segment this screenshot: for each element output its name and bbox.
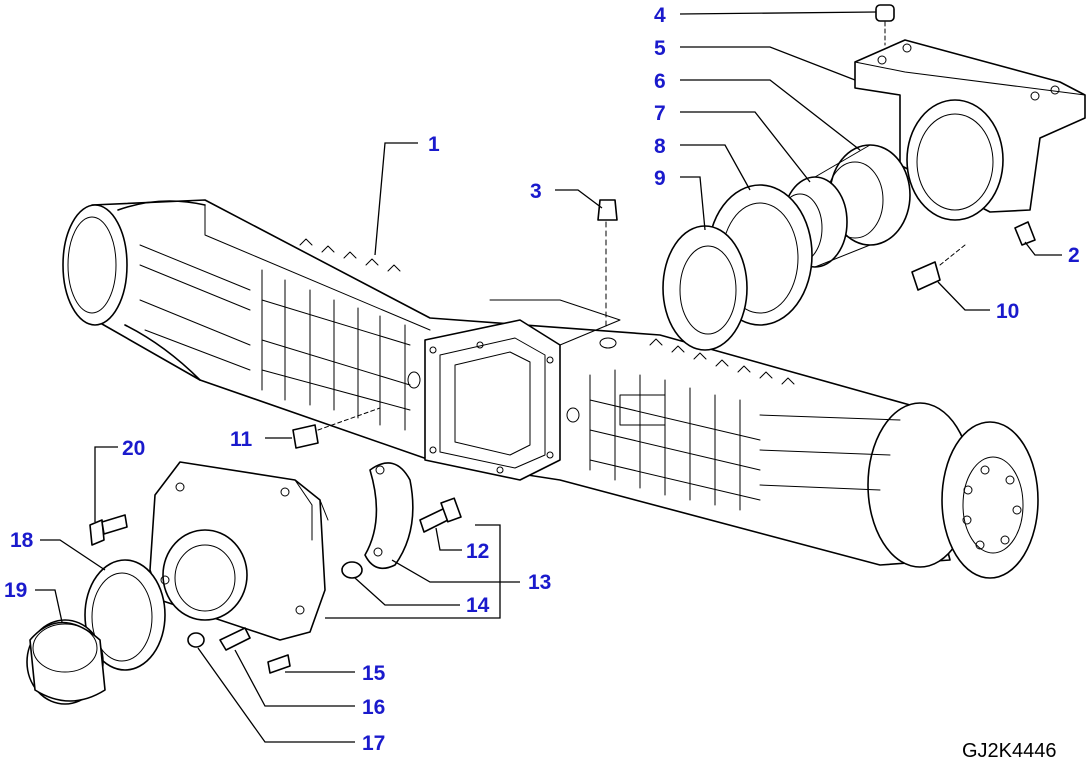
axle-housing [62, 199, 1039, 579]
bolt-part-20 [89, 514, 128, 546]
callout-1: 1 [428, 133, 440, 156]
callout-17: 17 [362, 732, 385, 755]
plug-part-17 [187, 632, 205, 648]
grease-fitting-part-2 [1014, 221, 1036, 246]
callout-9: 9 [654, 167, 666, 190]
plug-part-11 [292, 407, 381, 449]
bolt-part-12 [419, 497, 462, 533]
plug-part-10 [911, 244, 966, 291]
callout-8: 8 [654, 135, 666, 158]
callout-15: 15 [362, 662, 386, 685]
pin-part-15 [267, 654, 291, 674]
callout-6: 6 [654, 70, 666, 93]
callout-20: 20 [122, 437, 145, 460]
callout-3: 3 [530, 180, 542, 203]
bolt-part-16 [219, 627, 251, 651]
drawing-code: GJ2K4446 [962, 740, 1057, 762]
callout-labels: 1 2 3 4 5 6 7 8 9 10 11 12 13 14 15 16 1… [4, 4, 1080, 755]
bushing-part-14 [341, 561, 363, 579]
leader-lines [35, 11, 1062, 743]
callout-5: 5 [654, 37, 666, 60]
grease-fitting-part-3 [597, 199, 618, 331]
bolt-part-4 [875, 4, 895, 46]
callout-16: 16 [362, 696, 385, 719]
shim-part-18 [84, 559, 166, 671]
bearing-part-19 [26, 619, 106, 705]
callout-2: 2 [1068, 244, 1080, 267]
callout-10: 10 [996, 300, 1019, 323]
callout-14: 14 [466, 594, 490, 617]
washer-part-9 [662, 225, 748, 351]
callout-12: 12 [466, 540, 489, 563]
carrier-cover [149, 461, 329, 641]
callout-4: 4 [654, 4, 666, 27]
callout-11: 11 [230, 428, 253, 451]
callout-19: 19 [4, 579, 27, 602]
cap-part-13 [364, 462, 414, 570]
callout-18: 18 [10, 529, 34, 552]
pivot-support [854, 39, 1086, 221]
callout-7: 7 [654, 102, 666, 125]
callout-13: 13 [528, 571, 551, 594]
